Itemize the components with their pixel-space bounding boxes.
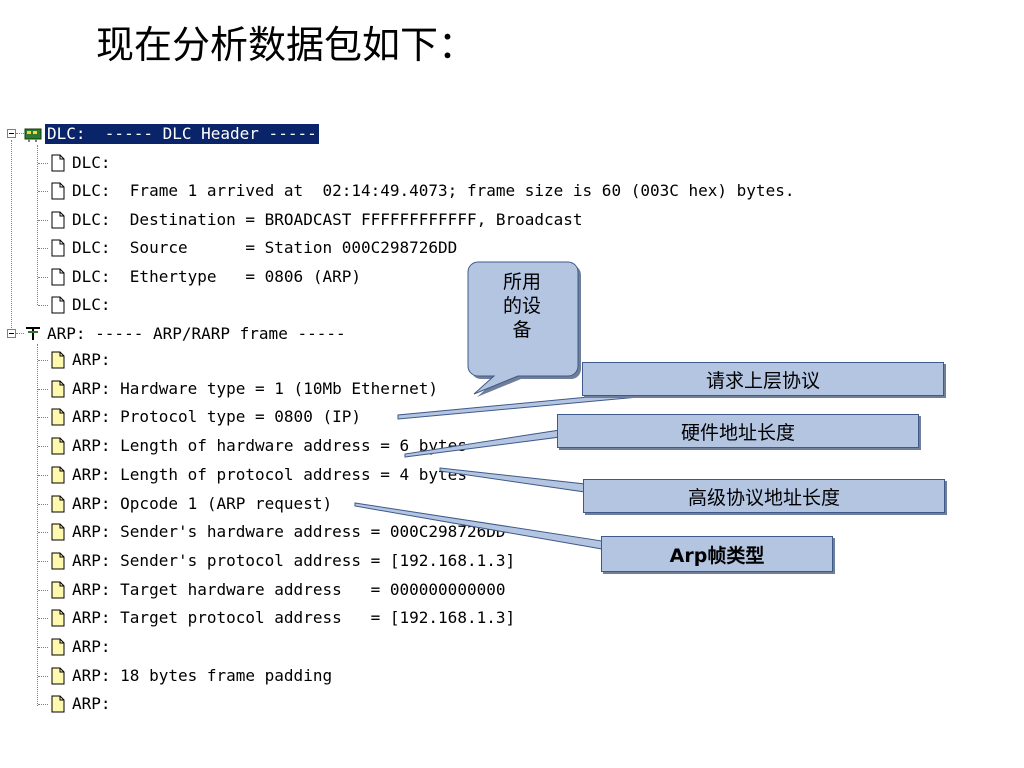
document-icon — [51, 638, 65, 656]
tree-row-dlc[interactable]: DLC: — [38, 291, 113, 319]
document-icon — [51, 609, 65, 627]
document-icon — [51, 380, 65, 398]
tree-node-dlc-header[interactable]: DLC: ----- DLC Header ----- — [24, 120, 319, 148]
document-icon — [51, 211, 65, 229]
document-icon — [51, 667, 65, 685]
document-icon — [51, 437, 65, 455]
device-callout-text: 所用 的设 备 — [502, 271, 541, 341]
callout-hw-addr-len: 硬件地址长度 — [557, 414, 919, 448]
tree-row-dlc[interactable]: DLC: — [38, 149, 113, 177]
tree-row-dlc[interactable]: DLC: Ethertype = 0806 (ARP) — [38, 263, 363, 291]
tree-row-dlc[interactable]: DLC: Destination = BROADCAST FFFFFFFFFFF… — [38, 206, 585, 234]
document-icon — [51, 268, 65, 286]
document-icon — [51, 239, 65, 257]
tree-row-arp[interactable]: ARP: Protocol type = 0800 (IP) — [38, 403, 363, 431]
tree-row-arp[interactable]: ARP: Length of hardware address = 6 byte… — [38, 432, 469, 460]
tree-row-arp[interactable]: ARP: — [38, 690, 113, 718]
tree-arp-branch-line — [37, 344, 38, 706]
document-icon — [51, 408, 65, 426]
tree-row-arp[interactable]: ARP: Opcode 1 (ARP request) — [38, 490, 334, 518]
tree-row-arp[interactable]: ARP: — [38, 346, 113, 374]
document-icon — [51, 182, 65, 200]
tree-row-arp[interactable]: ARP: Sender's protocol address = [192.16… — [38, 547, 517, 575]
document-icon — [51, 154, 65, 172]
tree-row-arp[interactable]: ARP: Target protocol address = [192.168.… — [38, 604, 517, 632]
tree-node-label: DLC: ----- DLC Header ----- — [45, 124, 319, 144]
tree-row-arp[interactable]: ARP: Length of protocol address = 4 byte… — [38, 461, 469, 489]
tree-node-label: ARP: ----- ARP/RARP frame ----- — [47, 324, 346, 343]
document-icon — [51, 523, 65, 541]
protocol-branch-icon — [26, 327, 40, 340]
callout-upper-protocol: 请求上层协议 — [582, 362, 944, 396]
document-icon — [51, 495, 65, 513]
document-icon — [51, 351, 65, 369]
document-icon — [51, 695, 65, 713]
tree-row-arp[interactable]: ARP: Target hardware address = 000000000… — [38, 576, 507, 604]
dlc-collapse-toggle[interactable] — [7, 129, 16, 138]
tree-root-line — [11, 140, 12, 330]
document-icon — [51, 552, 65, 570]
document-icon — [51, 581, 65, 599]
callout-proto-addr-len: 高级协议地址长度 — [583, 479, 945, 513]
tree-row-arp[interactable]: ARP: Hardware type = 1 (10Mb Ethernet) — [38, 375, 440, 403]
tree-row-dlc[interactable]: DLC: Source = Station 000C298726DD — [38, 234, 459, 262]
document-icon — [51, 296, 65, 314]
tree-row-arp[interactable]: ARP: 18 bytes frame padding — [38, 662, 334, 690]
tree-node-arp-header[interactable]: ARP: ----- ARP/RARP frame ----- — [24, 320, 348, 348]
arp-collapse-toggle[interactable] — [7, 329, 16, 338]
tree-row-arp[interactable]: ARP: — [38, 633, 113, 661]
tree-row-arp[interactable]: ARP: Sender's hardware address = 000C298… — [38, 518, 507, 546]
tree-dlc-branch-line — [37, 145, 38, 305]
callout-arp-frame-type: Arp帧类型 — [601, 536, 833, 572]
tree-row-dlc[interactable]: DLC: Frame 1 arrived at 02:14:49.4073; f… — [38, 177, 796, 205]
slide-title: 现在分析数据包如下： — [96, 23, 477, 67]
network-card-icon — [24, 128, 42, 142]
document-icon — [51, 466, 65, 484]
